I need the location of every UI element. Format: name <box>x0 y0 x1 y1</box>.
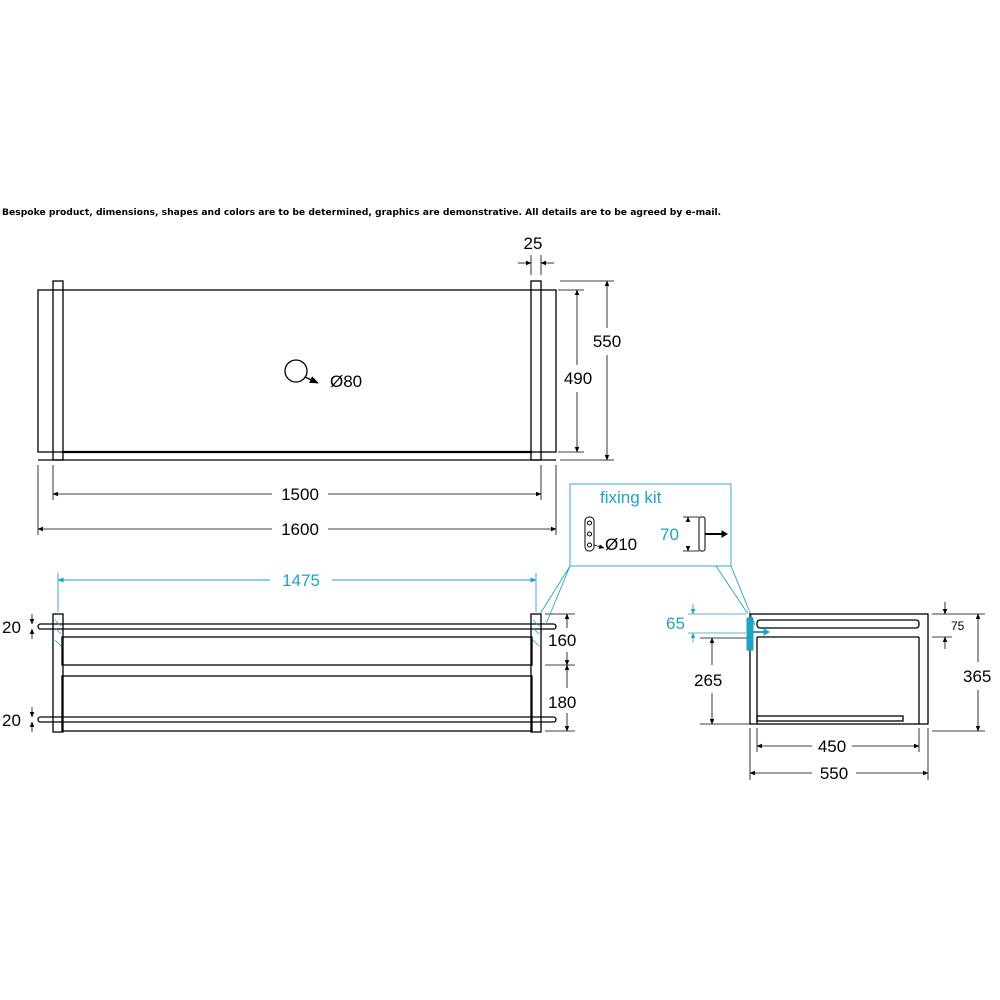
fixing-kit-callout <box>539 483 756 626</box>
drain-hole <box>284 359 308 383</box>
dim-inner-length: 1500 <box>281 485 319 504</box>
side-bottom-rail <box>756 715 904 722</box>
shelf-top-outline <box>37 289 557 453</box>
side-view <box>700 602 985 780</box>
wall-bolt-icon <box>683 516 728 552</box>
left-bracket-front <box>52 613 64 733</box>
dim-screw-hole: Ø10 <box>605 535 637 554</box>
dim-inner-width: 450 <box>818 737 846 756</box>
dim-bolt-length: 70 <box>660 525 679 544</box>
front-view <box>29 613 575 733</box>
dim-bracket-span: 1475 <box>282 571 320 590</box>
dim-lower-height: 180 <box>548 693 576 712</box>
side-outer-frame <box>749 613 929 725</box>
upper-tray <box>61 636 533 666</box>
upper-rail <box>37 623 557 630</box>
side-wall-bolt <box>688 604 770 651</box>
lower-rail <box>37 716 557 723</box>
dim-upper-height: 160 <box>548 631 576 650</box>
disclaimer-note: Bespoke product, dimensions, shapes and … <box>2 207 722 218</box>
wall-screw-marks <box>54 619 540 647</box>
dim-rail-bottom: 20 <box>2 711 21 730</box>
dim-outer-depth: 550 <box>593 332 621 351</box>
left-bracket-top <box>52 280 64 461</box>
dim-outer-width: 550 <box>820 764 848 783</box>
right-bracket-front <box>530 613 542 733</box>
dim-bracket-width: 25 <box>524 234 543 253</box>
dim-top-rail: 75 <box>951 619 965 633</box>
fixing-kit-title: fixing kit <box>600 488 662 507</box>
dim-bolt-offset: 65 <box>666 614 685 633</box>
right-bracket-top <box>530 280 542 461</box>
screw-plate-icon <box>584 516 605 552</box>
dim-rail-top: 20 <box>2 618 21 637</box>
dim-total-height: 365 <box>963 667 991 686</box>
dim-hole-diameter: Ø80 <box>330 372 362 391</box>
lower-tray <box>61 675 533 732</box>
top-view <box>37 255 614 535</box>
side-top-rail <box>756 619 920 629</box>
bracket-span-dim <box>57 573 537 612</box>
dim-outer-length: 1600 <box>281 520 319 539</box>
dim-mount-height: 265 <box>694 671 722 690</box>
dim-inner-depth: 490 <box>564 369 592 388</box>
